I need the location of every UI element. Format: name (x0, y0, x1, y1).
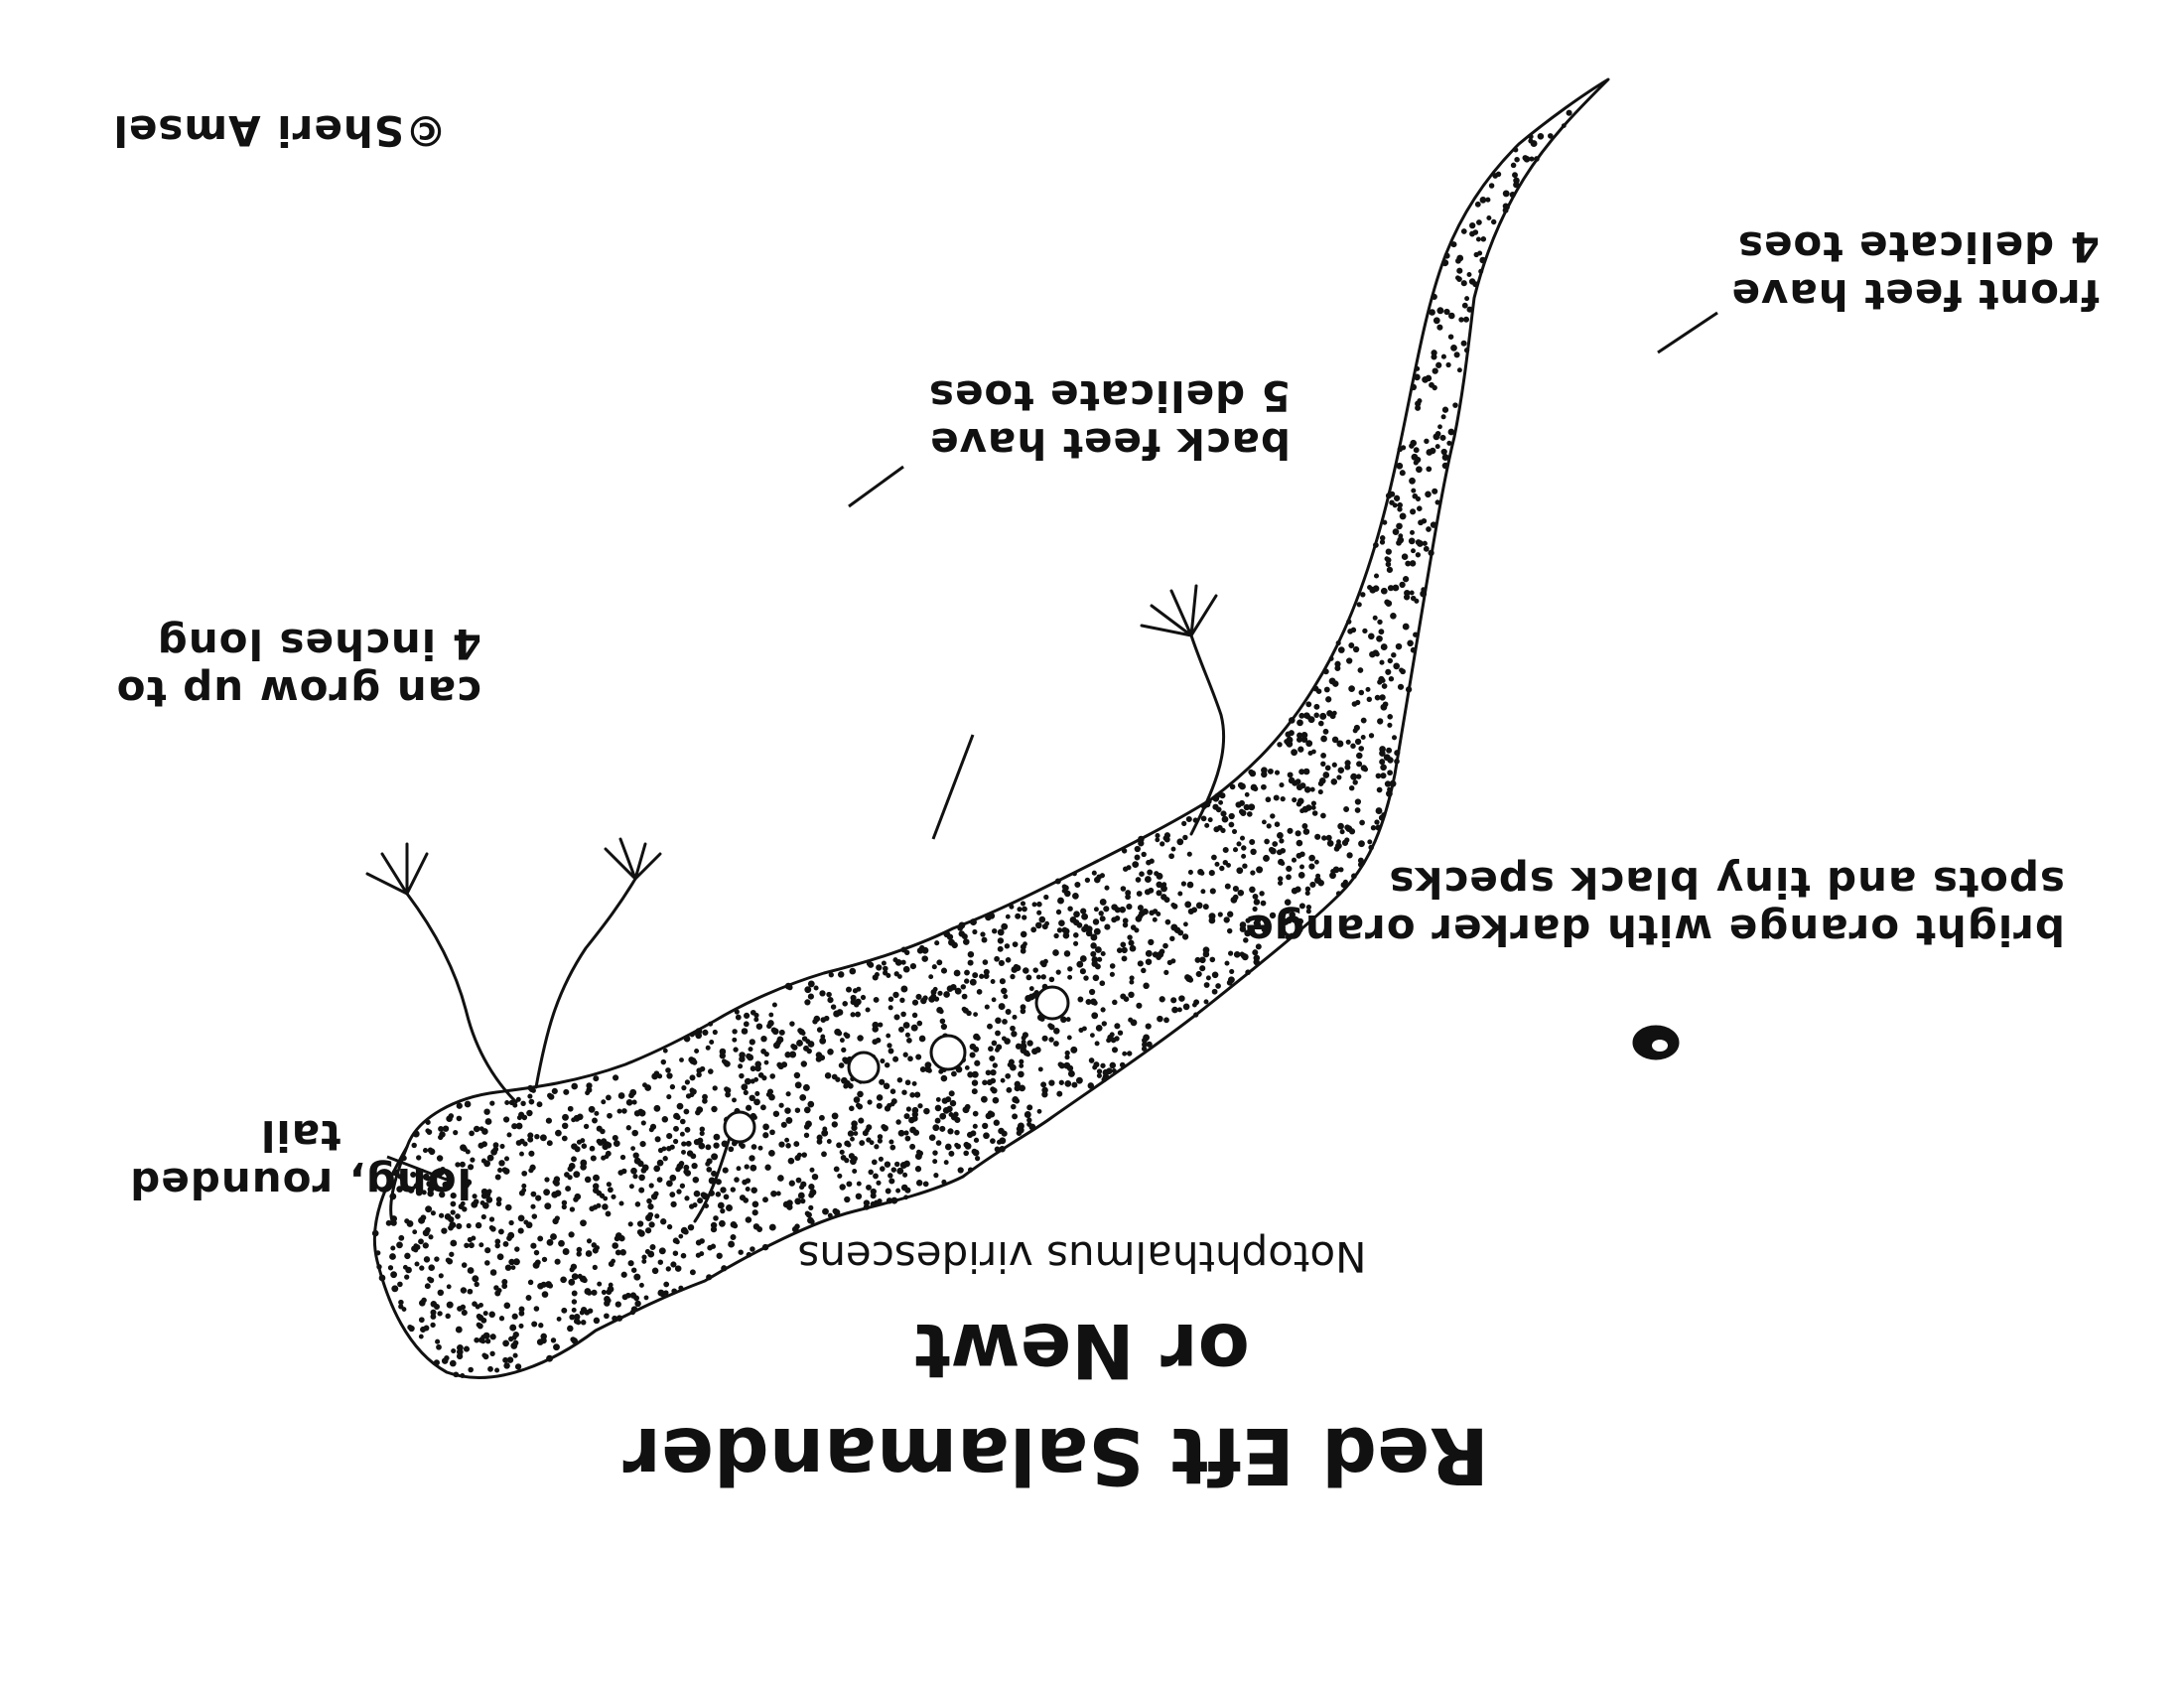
label-tail-line-1: long, rounded (129, 1159, 472, 1207)
leader-coloring (931, 734, 975, 840)
newt-front-toes-1 (365, 842, 429, 896)
label-front-feet: front feet have 4 delicate toes (1730, 222, 2101, 319)
newt-stipple (371, 109, 1572, 1378)
leader-lines (386, 311, 1718, 1184)
label-size-line-1: can grow up to (115, 667, 481, 716)
label-back-feet: back feet have 5 delicate toes (927, 371, 1291, 468)
newt-spot (847, 1051, 881, 1084)
newt-front-leg-1 (405, 892, 518, 1104)
label-tail-line-2: tail (260, 1111, 341, 1161)
scientific-name: Notophthalmus viridescens (797, 1232, 1367, 1281)
label-coloring-line-1: bright orange with darker orange (1244, 906, 2065, 954)
leader-back-feet (848, 465, 904, 508)
copyright-notice: ©Sheri Amsel (112, 106, 447, 155)
label-back-feet-line-1: back feet have (929, 419, 1291, 468)
leader-tail (386, 1155, 453, 1184)
newt-front-leg-2 (534, 877, 637, 1089)
newt-back-leg (1189, 633, 1226, 836)
newt-spot (723, 1110, 756, 1144)
label-back-feet-line-2: 5 delicate toes (927, 371, 1291, 421)
red-eft-body (365, 77, 1680, 1379)
newt-spot (929, 1034, 967, 1071)
label-coloring-line-2: spots and tiny black specks (1388, 858, 2065, 908)
label-front-feet-line-1: front feet have (1730, 270, 2101, 319)
title-main: Red Eft Salamander (622, 1410, 1489, 1499)
label-size: can grow up to 4 inches long (115, 620, 481, 716)
newt-spot (1034, 985, 1070, 1021)
label-front-feet-line-2: 4 delicate toes (1736, 222, 2100, 272)
newt-front-toes-2 (604, 837, 662, 881)
newt-body-outline (372, 77, 1610, 1379)
label-tail: long, rounded tail (129, 1111, 472, 1207)
leader-front-feet (1657, 311, 1718, 354)
label-coloring: bright orange with darker orange spots a… (1244, 858, 2065, 954)
label-size-line-2: 4 inches long (156, 620, 481, 669)
title-sub: or Newt (914, 1307, 1250, 1395)
newt-head-outline (389, 1145, 409, 1223)
newt-back-toes (1140, 584, 1218, 637)
